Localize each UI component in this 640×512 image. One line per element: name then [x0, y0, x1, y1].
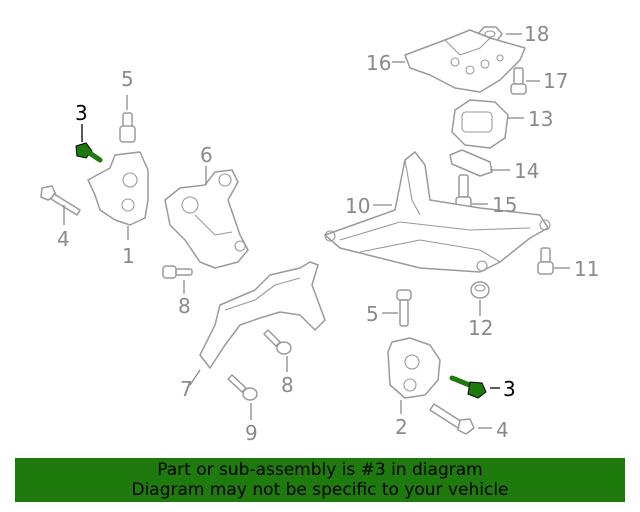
- part-5-bolt-left: [119, 112, 136, 143]
- part-12-bushing: [470, 281, 490, 299]
- callout-8-lower: 8: [281, 373, 294, 397]
- part-8-bolt-lower: [263, 329, 292, 355]
- callout-2: 2: [395, 415, 408, 439]
- part-7-bracket: [199, 261, 326, 369]
- callout-3-right: 3: [503, 377, 516, 401]
- part-2-mount: [387, 337, 441, 399]
- part-16-bracket: [404, 29, 526, 93]
- callout-17: 17: [543, 69, 569, 93]
- part-4-bolt-right: [429, 403, 475, 435]
- callout-4-right: 4: [496, 418, 509, 442]
- callout-7: 7: [180, 377, 193, 401]
- part-13-mount: [451, 99, 509, 149]
- part-3-bolt-right: [449, 375, 487, 399]
- part-14-strap: [449, 149, 493, 177]
- part-10-subframe: [324, 151, 551, 273]
- callout-5-left: 5: [121, 67, 134, 91]
- callout-8-upper: 8: [178, 294, 191, 318]
- callout-11: 11: [574, 257, 600, 281]
- leader-lines: [63, 33, 570, 429]
- part-8-bolt-upper: [162, 265, 193, 279]
- callout-14: 14: [514, 159, 540, 183]
- callout-4-left: 4: [57, 227, 70, 251]
- callout-10: 10: [345, 194, 371, 218]
- part-17-bolt: [510, 67, 527, 95]
- part-4-bolt-left: [40, 185, 81, 216]
- info-banner: Part or sub-assembly is #3 in diagram Di…: [15, 458, 625, 502]
- banner-line-2: Diagram may not be specific to your vehi…: [131, 480, 509, 500]
- callout-1: 1: [122, 244, 135, 268]
- part-5-bolt-right: [396, 289, 412, 327]
- part-3-bolt-left: [75, 142, 103, 163]
- callout-13: 13: [528, 107, 554, 131]
- callout-16: 16: [366, 51, 392, 75]
- callout-18: 18: [524, 22, 550, 46]
- part-11-bolt: [537, 247, 554, 275]
- callout-6: 6: [200, 143, 213, 167]
- callout-3-left: 3: [75, 101, 88, 125]
- parts-diagram: [40, 26, 570, 435]
- callout-9: 9: [245, 421, 258, 445]
- callout-15: 15: [492, 193, 518, 217]
- banner-line-1: Part or sub-assembly is #3 in diagram: [157, 460, 483, 480]
- part-9-bolt: [227, 374, 258, 401]
- callout-5-right: 5: [366, 302, 379, 326]
- callout-12: 12: [468, 316, 494, 340]
- part-1-mount: [87, 151, 149, 226]
- part-6-bracket: [164, 169, 249, 269]
